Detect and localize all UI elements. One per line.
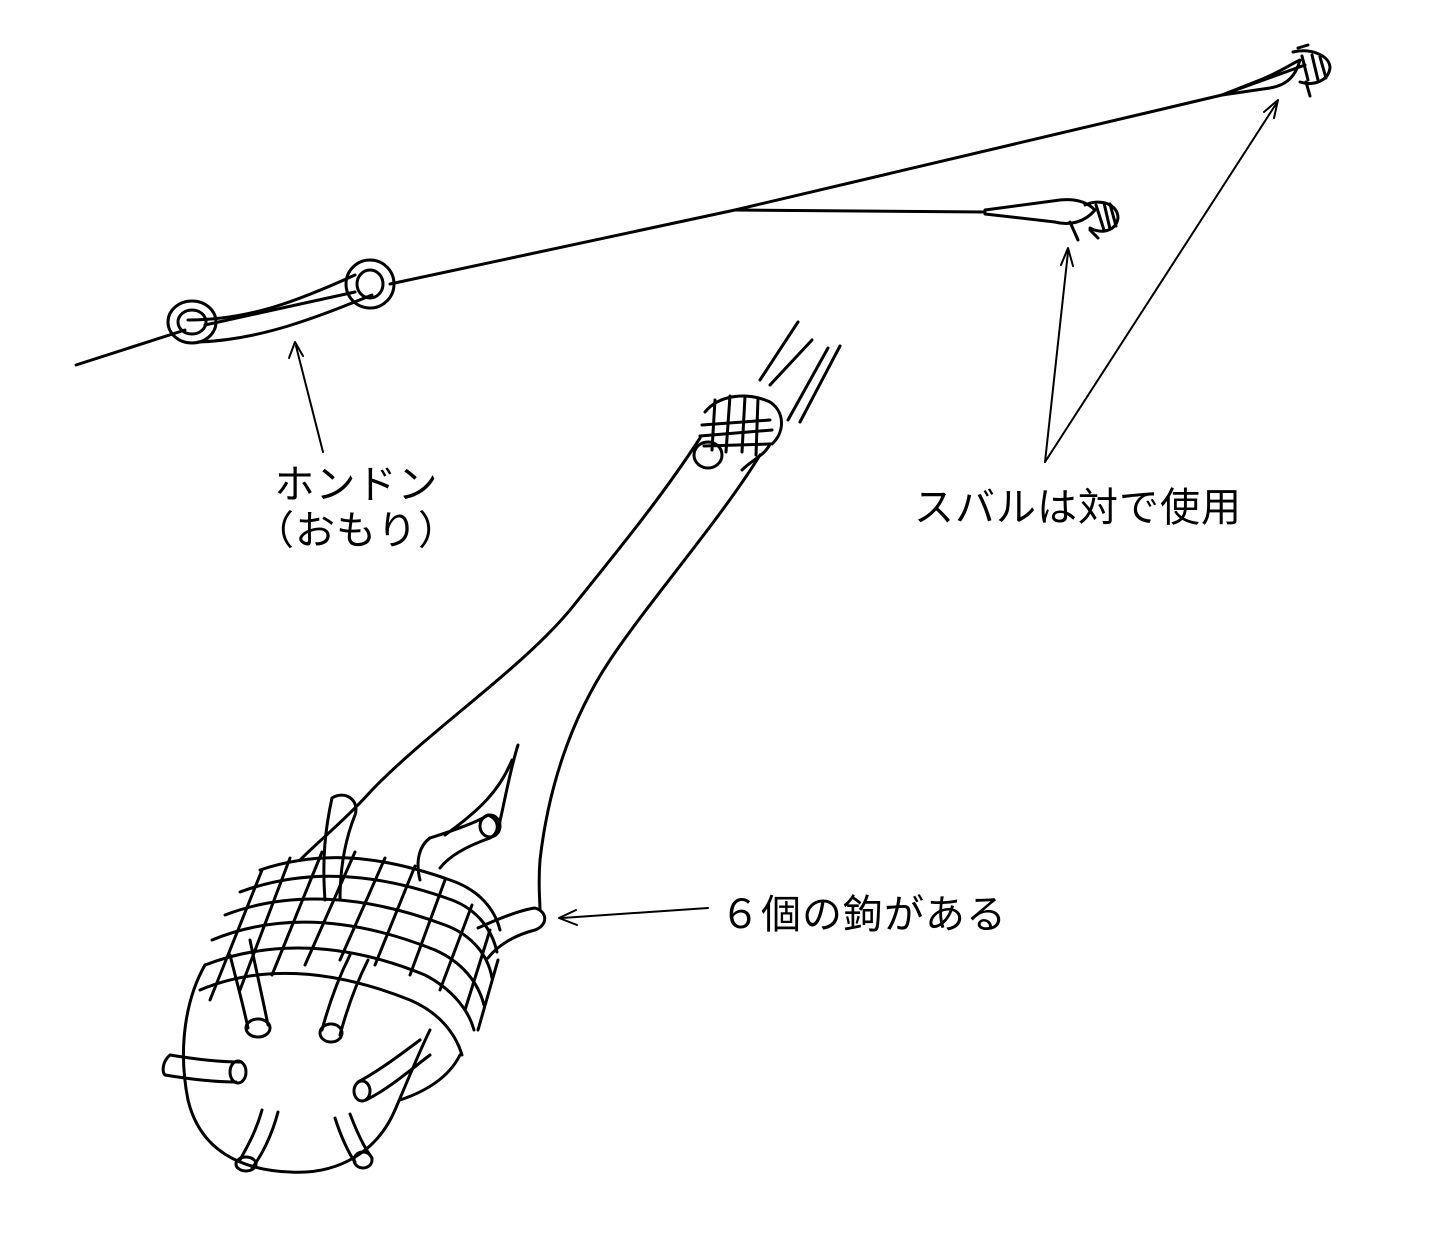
arrow-to-hook <box>558 907 709 926</box>
hook-prong-7 <box>352 1038 432 1103</box>
sinker-label: ホンドン （おもり） <box>254 462 459 554</box>
arrow-to-short-lure <box>1044 247 1074 463</box>
sinker-label-line2: （おもり） <box>254 508 459 554</box>
subaru-label: スバルは対で使用 <box>914 485 1242 531</box>
sinker-label-line1: ホンドン <box>274 462 439 508</box>
hook-prong-6 <box>161 1053 248 1085</box>
arrow-to-sinker <box>288 341 324 453</box>
hook-prongs <box>161 793 547 1173</box>
hook-prong-2 <box>416 813 502 882</box>
hook-prong-4 <box>228 938 272 1039</box>
hook-lure-body <box>182 320 842 1174</box>
main-line <box>74 63 1307 367</box>
sinker-weight <box>166 258 396 345</box>
hook-prong-8 <box>234 1108 280 1173</box>
hooks-label: ６個の鉤がある <box>720 892 1007 938</box>
hook-prong-3 <box>476 906 547 960</box>
arrow-to-long-lure <box>1044 99 1279 463</box>
subaru-lure-short <box>733 198 1120 242</box>
hook-prong-1 <box>322 793 358 902</box>
hook-prong-5 <box>318 953 370 1044</box>
hook-prong-9 <box>333 1112 374 1170</box>
subaru-lure-long <box>1220 43 1332 98</box>
